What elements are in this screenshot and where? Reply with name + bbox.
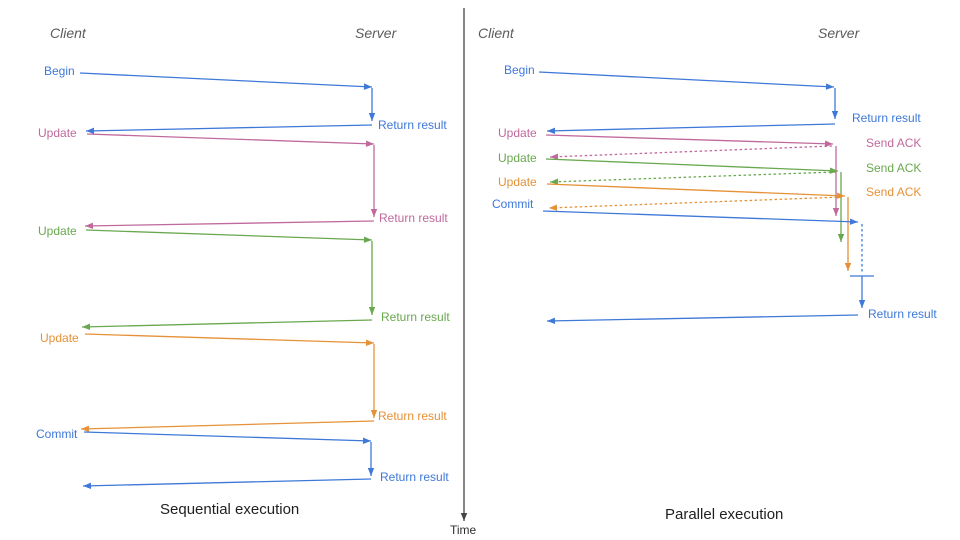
right_panel-commit-request-arrowhead-icon xyxy=(849,218,858,225)
left_panel-update-2-request-arrowhead-icon xyxy=(363,236,372,243)
left-server-header: Server xyxy=(355,25,397,41)
right_panel-update-1-ack-arrowhead-icon xyxy=(550,153,559,160)
right_panel-update-2-request-arrowhead-icon xyxy=(829,167,838,174)
left_panel-update-2-return-label: Return result xyxy=(381,310,450,324)
left-panel-title: Sequential execution xyxy=(160,501,300,518)
left_panel-begin-return-label: Return result xyxy=(378,118,447,132)
left_panel-commit-response xyxy=(82,478,372,487)
right_panel-begin-response-arrowhead-icon xyxy=(547,127,556,135)
left_panel-update-1-response xyxy=(84,220,375,227)
right_panel-update-3-label: Update xyxy=(498,175,537,189)
left_panel-update-2-response xyxy=(81,319,373,328)
right_panel-begin-request-arrowhead-icon xyxy=(825,83,834,90)
left_panel-update-1-request-arrowhead-icon xyxy=(365,140,374,147)
left_panel-begin-server-processing-arrowhead-icon xyxy=(368,113,376,121)
left_panel-update-3-response xyxy=(80,420,375,430)
left_panel-commit-label: Commit xyxy=(36,427,78,441)
left_panel-commit-server-processing-arrowhead-icon xyxy=(367,468,375,476)
right_panel-update-3-ack-arrowhead-icon xyxy=(549,204,558,211)
right_panel-update-1-request-arrowhead-icon xyxy=(824,140,833,147)
right_panel-update-1-server-processing-arrowhead-icon xyxy=(832,208,840,216)
right_panel-update-3-request-arrowhead-icon xyxy=(836,192,845,199)
left_panel-update-2-response-arrowhead-icon xyxy=(82,323,91,331)
right_panel-commit-response xyxy=(546,314,859,322)
right_panel-update-3-ack-label: Send ACK xyxy=(866,185,922,199)
right-server-header: Server xyxy=(818,25,860,41)
left_panel-commit-request xyxy=(83,431,372,442)
left_panel-update-2-request xyxy=(85,229,373,241)
right_panel-begin-response xyxy=(546,123,836,132)
right_panel-update-2-label: Update xyxy=(498,151,537,165)
right_panel-update-2-ack xyxy=(549,171,837,183)
left_panel-update-2-server-processing-arrowhead-icon xyxy=(368,307,376,315)
left_panel-begin-request xyxy=(79,72,373,88)
right_panel-commit-label: Commit xyxy=(492,197,534,211)
left_panel-update-1-server-processing-arrowhead-icon xyxy=(370,209,378,217)
left_panel-update-3-response-arrowhead-icon xyxy=(81,425,90,432)
left_panel-begin-response xyxy=(85,124,373,132)
left_panel-update-1-request xyxy=(86,133,375,145)
left_panel-update-3-label: Update xyxy=(40,331,79,345)
left_panel-update-2-label: Update xyxy=(38,224,77,238)
left_panel-begin-label: Begin xyxy=(44,64,75,78)
left_panel-update-3-request-arrowhead-icon xyxy=(365,339,374,346)
left_panel-update-1-label: Update xyxy=(38,126,77,140)
right_panel-update-1-ack xyxy=(549,145,833,158)
left_panel-update-3-request xyxy=(84,333,375,344)
right_panel-commit-server-processing-arrowhead-icon xyxy=(858,300,866,308)
time-axis-arrowhead-icon xyxy=(460,513,468,521)
right_panel-update-3-server-processing-arrowhead-icon xyxy=(844,263,852,271)
right_panel-begin-label: Begin xyxy=(504,63,535,77)
right_panel-commit-response-arrowhead-icon xyxy=(547,317,556,325)
right_panel-update-3-request xyxy=(546,183,846,197)
left_panel-update-1-return-label: Return result xyxy=(379,211,448,225)
right_panel-begin-request xyxy=(538,71,835,88)
right_panel-update-1-label: Update xyxy=(498,126,537,140)
right_panel-commit-request xyxy=(542,210,859,223)
right-client-header: Client xyxy=(478,25,514,41)
right_panel-begin-return-label: Return result xyxy=(852,111,921,125)
right_panel-update-2-request xyxy=(545,158,839,172)
left_panel-commit-request-arrowhead-icon xyxy=(362,437,371,444)
left_panel-commit-return-label: Return result xyxy=(380,470,449,484)
right_panel-update-3-ack xyxy=(548,196,843,209)
right_panel-update-2-ack-label: Send ACK xyxy=(866,161,922,175)
right_panel-update-1-request xyxy=(545,134,834,145)
left_panel-commit-response-arrowhead-icon xyxy=(83,482,92,490)
left_panel-update-3-server-processing-arrowhead-icon xyxy=(370,410,378,418)
left-client-header: Client xyxy=(50,25,86,41)
right-panel-title: Parallel execution xyxy=(665,506,784,523)
left_panel-update-1-response-arrowhead-icon xyxy=(85,222,94,230)
right_panel-begin-server-processing-arrowhead-icon xyxy=(831,111,839,119)
right_panel-update-2-ack-arrowhead-icon xyxy=(550,178,559,185)
time-axis-label: Time xyxy=(450,523,477,537)
left_panel-update-3-return-label: Return result xyxy=(378,409,447,423)
left_panel-begin-request-arrowhead-icon xyxy=(363,83,372,90)
left_panel-begin-response-arrowhead-icon xyxy=(86,127,95,135)
right_panel-update-2-server-processing-arrowhead-icon xyxy=(837,234,845,242)
right_panel-commit-return-label: Return result xyxy=(868,307,937,321)
right_panel-update-1-ack-label: Send ACK xyxy=(866,136,922,150)
